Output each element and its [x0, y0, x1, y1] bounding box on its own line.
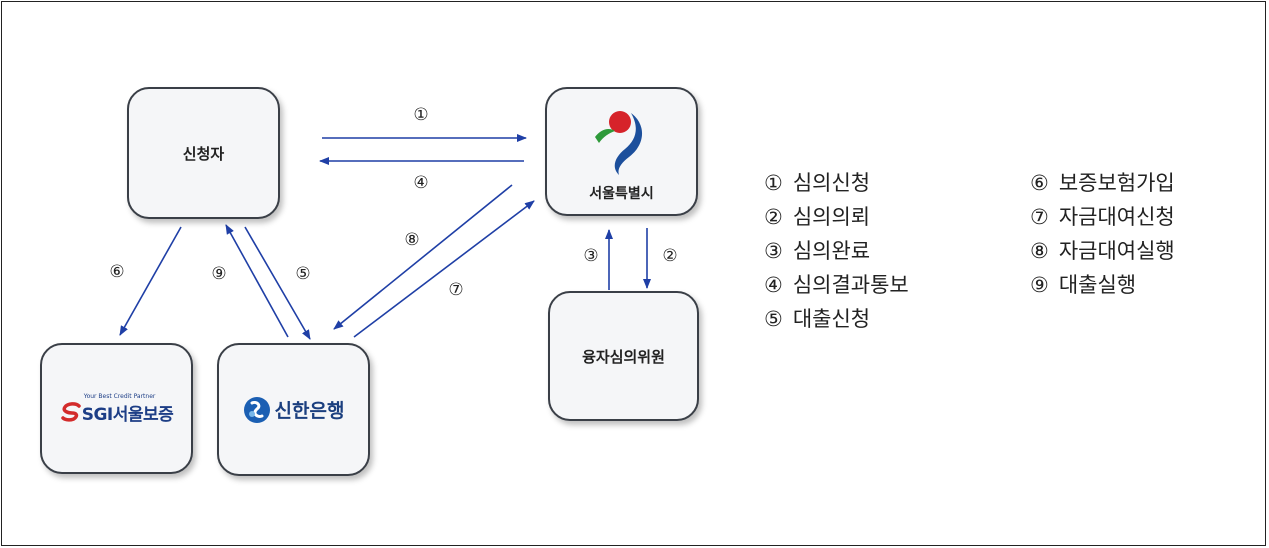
- legend-item: ⑤ 대출신청: [764, 302, 909, 336]
- legend-num: ④: [764, 273, 783, 297]
- legend-item: ⑦ 자금대여신청: [1030, 200, 1175, 234]
- sgi-tagline: Your Best Credit Partner: [83, 392, 156, 400]
- committee-label: 융자심의위원: [582, 347, 665, 366]
- legend-num: ⑥: [1030, 171, 1049, 195]
- arrow-5: [244, 226, 311, 340]
- legend-num: ①: [764, 171, 783, 195]
- legend-num: ②: [764, 205, 783, 229]
- edge-label-4: ④: [413, 173, 429, 193]
- legend-label: 보증보험가입: [1058, 171, 1175, 195]
- legend-item: ① 심의신청: [764, 166, 909, 200]
- shinhan-name: 신한은행: [274, 400, 345, 422]
- legend-item: ⑥ 보증보험가입: [1030, 166, 1175, 200]
- sgi-name: SGI서울보증: [81, 404, 174, 425]
- arrow-6: [119, 226, 182, 336]
- legend-num: ⑤: [764, 307, 783, 331]
- edge-label-2: ②: [662, 246, 678, 266]
- committee-node: 융자심의위원: [548, 291, 699, 421]
- edge-label-8: ⑧: [404, 230, 420, 250]
- seoul-node: 서울특별시: [545, 87, 698, 216]
- edge-label-6: ⑥: [109, 262, 125, 282]
- legend-num: ⑦: [1030, 205, 1049, 229]
- legend-num: ⑧: [1030, 239, 1049, 263]
- sgi-node: Your Best Credit Partner SGI서울보증: [40, 343, 193, 474]
- legend-label: 대출신청: [792, 307, 871, 331]
- arrow-8: [333, 184, 513, 330]
- legend-column-1: ① 심의신청 ② 심의의뢰 ③ 심의완료 ④ 심의결과통보 ⑤ 대출신청: [764, 166, 909, 336]
- sgi-logo: Your Best Credit Partner SGI서울보증: [60, 393, 174, 425]
- legend-item: ③ 심의완료: [764, 234, 909, 268]
- edge-label-3: ③: [583, 246, 599, 266]
- legend-label: 심의의뢰: [792, 205, 871, 229]
- arrow-9: [225, 224, 289, 338]
- legend-column-2: ⑥ 보증보험가입 ⑦ 자금대여신청 ⑧ 자금대여실행 ⑨ 대출실행: [1030, 166, 1175, 302]
- legend-label: 대출실행: [1058, 273, 1137, 297]
- legend-label: 자금대여실행: [1058, 239, 1175, 263]
- arrow-7: [353, 200, 535, 338]
- sgi-emblem-icon: [60, 402, 81, 422]
- legend-num: ③: [764, 239, 783, 263]
- legend-label: 심의결과통보: [792, 273, 909, 297]
- edge-label-7: ⑦: [448, 280, 464, 300]
- edge-label-9: ⑨: [211, 264, 227, 284]
- edge-label-1: ①: [413, 105, 429, 125]
- legend-label: 자금대여신청: [1058, 205, 1175, 229]
- legend-label: 심의신청: [792, 171, 871, 195]
- shinhan-emblem-icon: [243, 396, 270, 423]
- legend-num: ⑨: [1030, 273, 1049, 297]
- seoul-label: 서울특별시: [589, 185, 654, 202]
- seoul-city-logo-icon: [594, 110, 642, 175]
- legend-item: ⑧ 자금대여실행: [1030, 234, 1175, 268]
- shinhan-node: 신한은행: [217, 343, 370, 476]
- legend-item: ④ 심의결과통보: [764, 268, 909, 302]
- legend-item: ② 심의의뢰: [764, 200, 909, 234]
- legend-label: 심의완료: [792, 239, 871, 263]
- edge-label-5: ⑤: [295, 264, 311, 284]
- applicant-node: 신청자: [127, 87, 280, 219]
- applicant-label: 신청자: [182, 144, 225, 163]
- legend-item: ⑨ 대출실행: [1030, 268, 1175, 302]
